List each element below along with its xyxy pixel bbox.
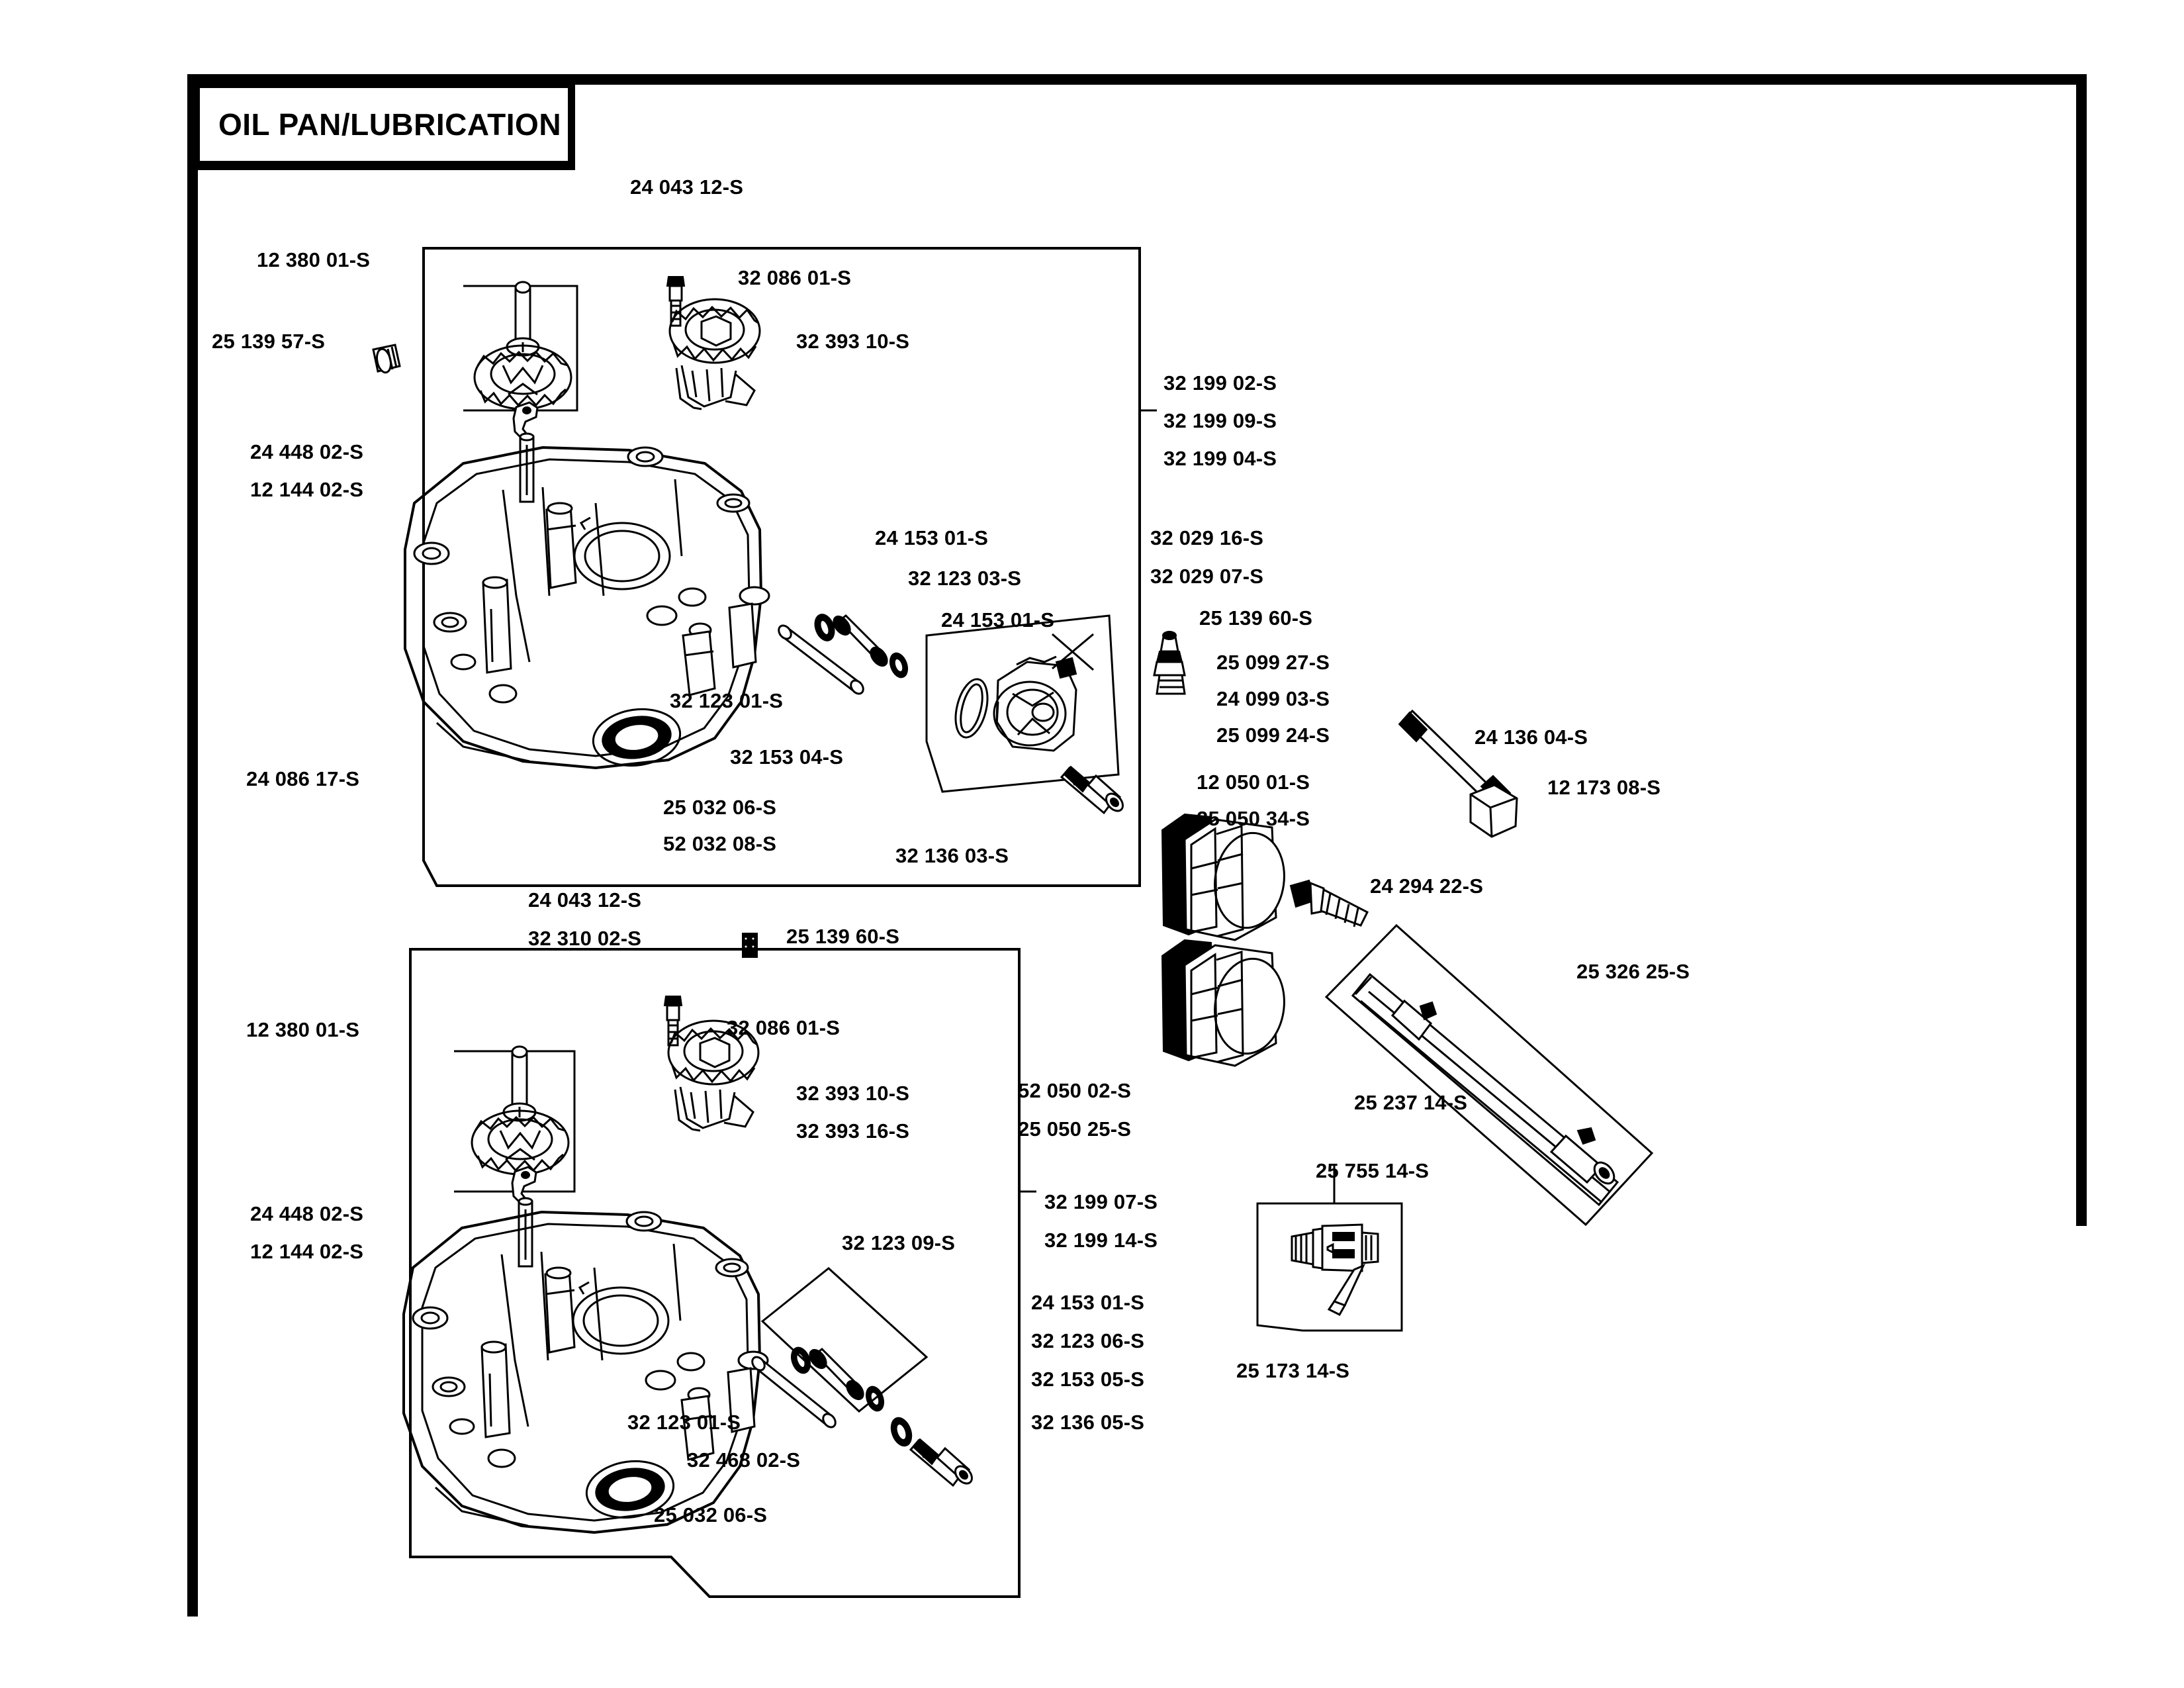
part-label: 25 032 06-S: [663, 796, 777, 819]
part-label: 32 153 05-S: [1031, 1368, 1145, 1391]
part-label: 24 153 01-S: [1031, 1291, 1145, 1314]
diagram-title-block: OIL PAN/LUBRICATION: [193, 81, 575, 168]
page-border-right: [2076, 74, 2087, 1226]
part-label: 24 153 01-S: [875, 526, 989, 549]
page-title: OIL PAN/LUBRICATION: [218, 107, 562, 142]
page-border: [187, 74, 2087, 1617]
part-label: 12 380 01-S: [257, 248, 371, 271]
part-label: 32 393 10-S: [796, 330, 910, 353]
part-label: 25 139 60-S: [786, 925, 900, 948]
part-label: 12 144 02-S: [250, 1240, 364, 1263]
part-label: 32 086 01-S: [738, 266, 852, 289]
part-label: 32 393 10-S: [796, 1082, 910, 1105]
part-label: 24 448 02-S: [250, 440, 364, 463]
part-label: 12 144 02-S: [250, 478, 364, 501]
part-label: 25 237 14-S: [1354, 1091, 1468, 1114]
title-underbar: [193, 161, 575, 170]
part-label: 25 139 57-S: [212, 330, 326, 353]
part-label: 32 153 04-S: [730, 745, 844, 769]
part-label: 32 468 02-S: [687, 1448, 801, 1472]
part-label: 32 393 16-S: [796, 1119, 910, 1143]
part-label: 52 032 08-S: [663, 832, 777, 855]
part-label: 12 050 01-S: [1197, 771, 1310, 794]
part-label: 32 029 16-S: [1150, 526, 1264, 549]
part-label: 32 199 04-S: [1163, 447, 1277, 470]
part-label: 25 099 24-S: [1216, 724, 1330, 747]
part-label: 12 380 01-S: [246, 1018, 360, 1041]
part-label: 25 326 25-S: [1576, 960, 1690, 983]
part-label: 24 294 22-S: [1370, 874, 1484, 898]
part-label: 32 029 07-S: [1150, 565, 1264, 588]
part-label: 32 123 06-S: [1031, 1329, 1145, 1352]
part-label: 32 123 09-S: [842, 1231, 956, 1254]
part-label: 24 099 03-S: [1216, 687, 1330, 710]
part-label: 25 099 27-S: [1216, 651, 1330, 674]
part-label: 32 199 09-S: [1163, 409, 1277, 432]
part-label: 32 086 01-S: [727, 1016, 841, 1039]
part-label: 32 123 01-S: [670, 689, 784, 712]
part-label: 24 086 17-S: [246, 767, 360, 790]
part-label: 52 050 02-S: [1018, 1079, 1132, 1102]
part-label: 25 032 06-S: [654, 1503, 768, 1526]
part-label: 32 310 02-S: [528, 927, 642, 950]
part-label: 25 050 34-S: [1197, 807, 1310, 830]
part-label: 32 199 07-S: [1044, 1190, 1158, 1213]
part-label: 24 153 01-S: [941, 608, 1055, 632]
part-label: 12 173 08-S: [1547, 776, 1661, 799]
part-label: 32 199 02-S: [1163, 371, 1277, 395]
part-label: 32 199 14-S: [1044, 1229, 1158, 1252]
part-label: 25 755 14-S: [1316, 1159, 1430, 1182]
part-label: 25 173 14-S: [1236, 1359, 1350, 1382]
part-label: 32 136 03-S: [895, 844, 1009, 867]
part-label: 25 139 60-S: [1199, 606, 1313, 630]
part-label: 24 136 04-S: [1475, 726, 1588, 749]
part-label: 32 136 05-S: [1031, 1411, 1145, 1434]
part-label: 24 043 12-S: [528, 888, 642, 912]
part-label: 32 123 01-S: [627, 1411, 741, 1434]
part-label: 24 043 12-S: [630, 175, 744, 199]
part-label: 25 050 25-S: [1018, 1117, 1132, 1141]
part-label: 24 448 02-S: [250, 1202, 364, 1225]
part-label: 32 123 03-S: [908, 567, 1022, 590]
